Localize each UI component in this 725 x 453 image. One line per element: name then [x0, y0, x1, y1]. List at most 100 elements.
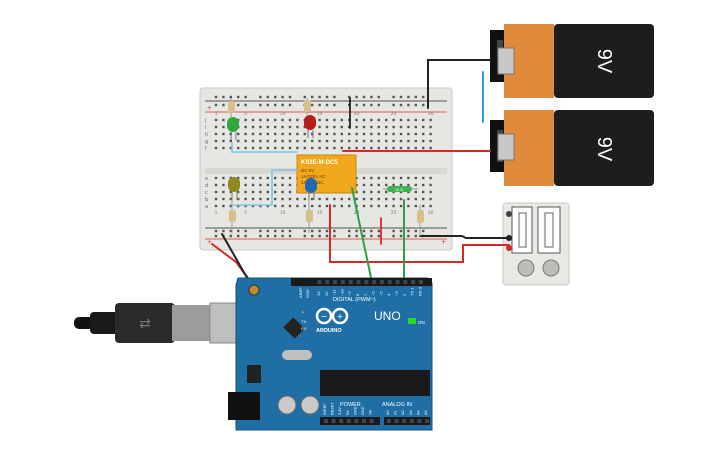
breadboard-hole[interactable] [318, 139, 321, 143]
breadboard-hole[interactable] [340, 204, 343, 208]
breadboard-rail-hole[interactable] [214, 229, 218, 233]
breadboard-hole[interactable] [355, 132, 358, 136]
analog-pin[interactable] [402, 419, 407, 423]
breadboard-hole[interactable] [244, 125, 247, 129]
resistor-4[interactable] [306, 200, 313, 233]
breadboard-rail-hole[interactable] [355, 95, 358, 99]
breadboard-hole[interactable] [422, 125, 425, 129]
breadboard-hole[interactable] [362, 125, 366, 129]
breadboard-hole[interactable] [333, 118, 336, 122]
breadboard-rail-hole[interactable] [214, 103, 218, 107]
breadboard-hole[interactable] [340, 118, 343, 122]
breadboard-hole[interactable] [377, 139, 380, 143]
breadboard-hole[interactable] [325, 125, 329, 129]
breadboard-hole[interactable] [237, 190, 240, 194]
breadboard-hole[interactable] [222, 139, 225, 143]
breadboard-rail-hole[interactable] [281, 234, 284, 238]
digital-pin[interactable] [340, 280, 345, 284]
breadboard-hole[interactable] [377, 125, 380, 129]
breadboard-rail-hole[interactable] [274, 229, 277, 233]
breadboard-rail-hole[interactable] [222, 229, 225, 233]
breadboard-hole[interactable] [281, 125, 284, 129]
breadboard-hole[interactable] [214, 139, 218, 143]
breadboard-rail-hole[interactable] [288, 229, 292, 233]
breadboard-hole[interactable] [392, 139, 395, 143]
breadboard-rail-hole[interactable] [288, 234, 292, 238]
breadboard-rail-hole[interactable] [229, 234, 232, 238]
breadboard-hole[interactable] [296, 118, 299, 122]
breadboard-rail-hole[interactable] [377, 234, 380, 238]
breadboard-hole[interactable] [429, 125, 432, 129]
breadboard-hole[interactable] [244, 183, 247, 187]
breadboard-hole[interactable] [244, 132, 247, 136]
breadboard-hole[interactable] [407, 132, 410, 136]
breadboard-rail-hole[interactable] [318, 234, 321, 238]
breadboard-rail-hole[interactable] [370, 229, 373, 233]
digital-pin[interactable] [418, 280, 423, 284]
breadboard-hole[interactable] [414, 204, 417, 208]
breadboard-hole[interactable] [362, 190, 366, 194]
breadboard-hole[interactable] [355, 183, 358, 187]
breadboard-hole[interactable] [392, 176, 395, 180]
breadboard-hole[interactable] [318, 146, 321, 150]
breadboard-hole[interactable] [399, 118, 403, 122]
breadboard-hole[interactable] [407, 183, 410, 187]
breadboard-rail-hole[interactable] [414, 103, 417, 107]
breadboard-hole[interactable] [266, 132, 269, 136]
breadboard-hole[interactable] [429, 176, 432, 180]
breadboard-hole[interactable] [296, 146, 299, 150]
breadboard-rail-hole[interactable] [237, 234, 240, 238]
breadboard-rail-hole[interactable] [362, 103, 366, 107]
breadboard-hole[interactable] [303, 132, 306, 136]
resistor-1[interactable] [228, 98, 235, 117]
breadboard-hole[interactable] [385, 176, 388, 180]
breadboard-hole[interactable] [259, 204, 262, 208]
breadboard-hole[interactable] [355, 118, 358, 122]
breadboard-hole[interactable] [333, 132, 336, 136]
breadboard-rail-hole[interactable] [222, 103, 225, 107]
breadboard-rail-hole[interactable] [392, 95, 395, 99]
breadboard-hole[interactable] [281, 204, 284, 208]
breadboard-hole[interactable] [325, 204, 329, 208]
breadboard-rail-hole[interactable] [244, 234, 247, 238]
breadboard-hole[interactable] [311, 146, 314, 150]
breadboard-hole[interactable] [251, 139, 255, 143]
breadboard-hole[interactable] [266, 146, 269, 150]
breadboard-hole[interactable] [385, 204, 388, 208]
breadboard-rail-hole[interactable] [274, 103, 277, 107]
breadboard-hole[interactable] [288, 176, 292, 180]
breadboard-hole[interactable] [422, 176, 425, 180]
breadboard-rail-hole[interactable] [288, 103, 292, 107]
breadboard-hole[interactable] [288, 118, 292, 122]
breadboard-hole[interactable] [414, 125, 417, 129]
power-pin[interactable] [369, 419, 374, 423]
breadboard-hole[interactable] [422, 118, 425, 122]
breadboard-rail-hole[interactable] [407, 95, 410, 99]
breadboard-hole[interactable] [429, 204, 432, 208]
breadboard-hole[interactable] [274, 197, 277, 201]
breadboard-hole[interactable] [422, 139, 425, 143]
breadboard-rail-hole[interactable] [274, 234, 277, 238]
breadboard-hole[interactable] [281, 146, 284, 150]
breadboard-hole[interactable] [229, 204, 232, 208]
breadboard-hole[interactable] [281, 132, 284, 136]
breadboard-hole[interactable] [399, 132, 403, 136]
breadboard-rail-hole[interactable] [311, 95, 314, 99]
power-pin[interactable] [324, 419, 328, 423]
breadboard-hole[interactable] [251, 204, 255, 208]
breadboard-hole[interactable] [377, 190, 380, 194]
digital-pin[interactable] [379, 280, 384, 284]
breadboard-hole[interactable] [251, 132, 255, 136]
breadboard-hole[interactable] [422, 183, 425, 187]
breadboard-hole[interactable] [414, 132, 417, 136]
breadboard-hole[interactable] [370, 176, 373, 180]
breadboard-hole[interactable] [281, 190, 284, 194]
breadboard-rail-hole[interactable] [303, 229, 306, 233]
breadboard-hole[interactable] [348, 139, 351, 143]
breadboard-hole[interactable] [296, 139, 299, 143]
breadboard-rail-hole[interactable] [311, 234, 314, 238]
breadboard-rail-hole[interactable] [244, 229, 247, 233]
breadboard-hole[interactable] [274, 176, 277, 180]
breadboard-hole[interactable] [251, 190, 255, 194]
